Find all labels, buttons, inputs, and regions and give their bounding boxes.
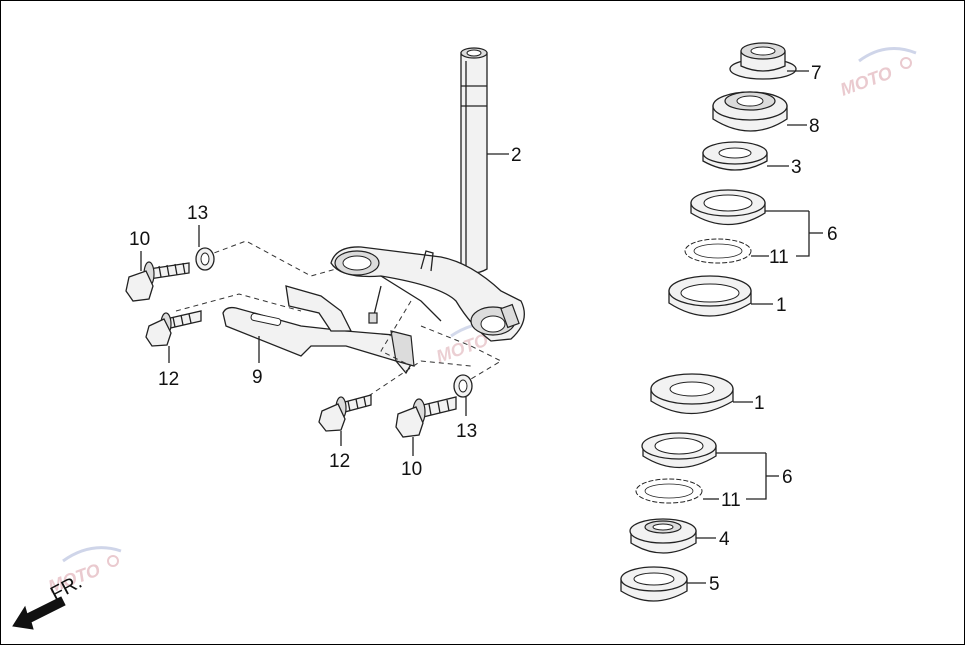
label-13-right: 13 <box>456 421 477 442</box>
bracket-plate <box>222 285 415 375</box>
bearing-cup-1-top <box>668 275 752 317</box>
label-12-bottom: 12 <box>329 451 350 472</box>
label-6-top: 6 <box>827 224 838 245</box>
label-11-top: 11 <box>769 247 789 268</box>
lock-nut-7 <box>729 42 797 80</box>
part-labels: 2 7 8 3 6 11 1 1 6 11 4 5 10 13 12 9 12 … <box>129 63 838 595</box>
label-8: 8 <box>809 116 820 137</box>
label-5: 5 <box>709 574 720 595</box>
steering-stem <box>460 47 488 274</box>
label-12-left: 12 <box>158 369 179 390</box>
flange-bolt-10-left <box>125 261 190 302</box>
label-4: 4 <box>719 529 730 550</box>
label-9: 9 <box>252 367 263 388</box>
label-11-bottom: 11 <box>721 490 741 511</box>
flange-bolt-12-left <box>145 310 202 347</box>
steel-balls-11-bottom <box>635 478 703 504</box>
lower-bracket <box>330 246 525 342</box>
upper-race-3 <box>702 141 768 171</box>
label-10-left: 10 <box>129 229 150 250</box>
watermark-top-right: MOTO <box>838 47 917 100</box>
washer-13-left <box>195 247 215 271</box>
flange-bolt-10-bottom <box>395 396 457 438</box>
dust-seal-5 <box>620 566 688 602</box>
ball-race-6-bottom <box>641 432 717 469</box>
label-7: 7 <box>811 63 822 84</box>
lower-race-4 <box>629 518 697 554</box>
ball-race-6-top <box>690 189 766 226</box>
label-1-bottom: 1 <box>754 393 765 414</box>
watermark-text: MOTO <box>838 63 895 100</box>
label-6-bottom: 6 <box>782 467 793 488</box>
label-13-left: 13 <box>187 203 208 224</box>
label-3: 3 <box>791 157 802 178</box>
assembly-guide-lines <box>175 240 503 402</box>
washer-13-right <box>453 374 473 398</box>
steel-balls-11-top <box>684 238 752 264</box>
watermark-text: MOTO <box>434 330 491 367</box>
label-2: 2 <box>511 145 522 166</box>
bearing-cup-1-bottom <box>650 373 734 415</box>
leader-lines <box>140 70 823 584</box>
label-10-bottom: 10 <box>401 459 422 480</box>
label-1-top: 1 <box>776 295 787 316</box>
flange-bolt-12-bottom <box>318 394 372 432</box>
adjusting-nut-8 <box>712 91 788 132</box>
arrow-left-down-icon <box>12 596 66 630</box>
